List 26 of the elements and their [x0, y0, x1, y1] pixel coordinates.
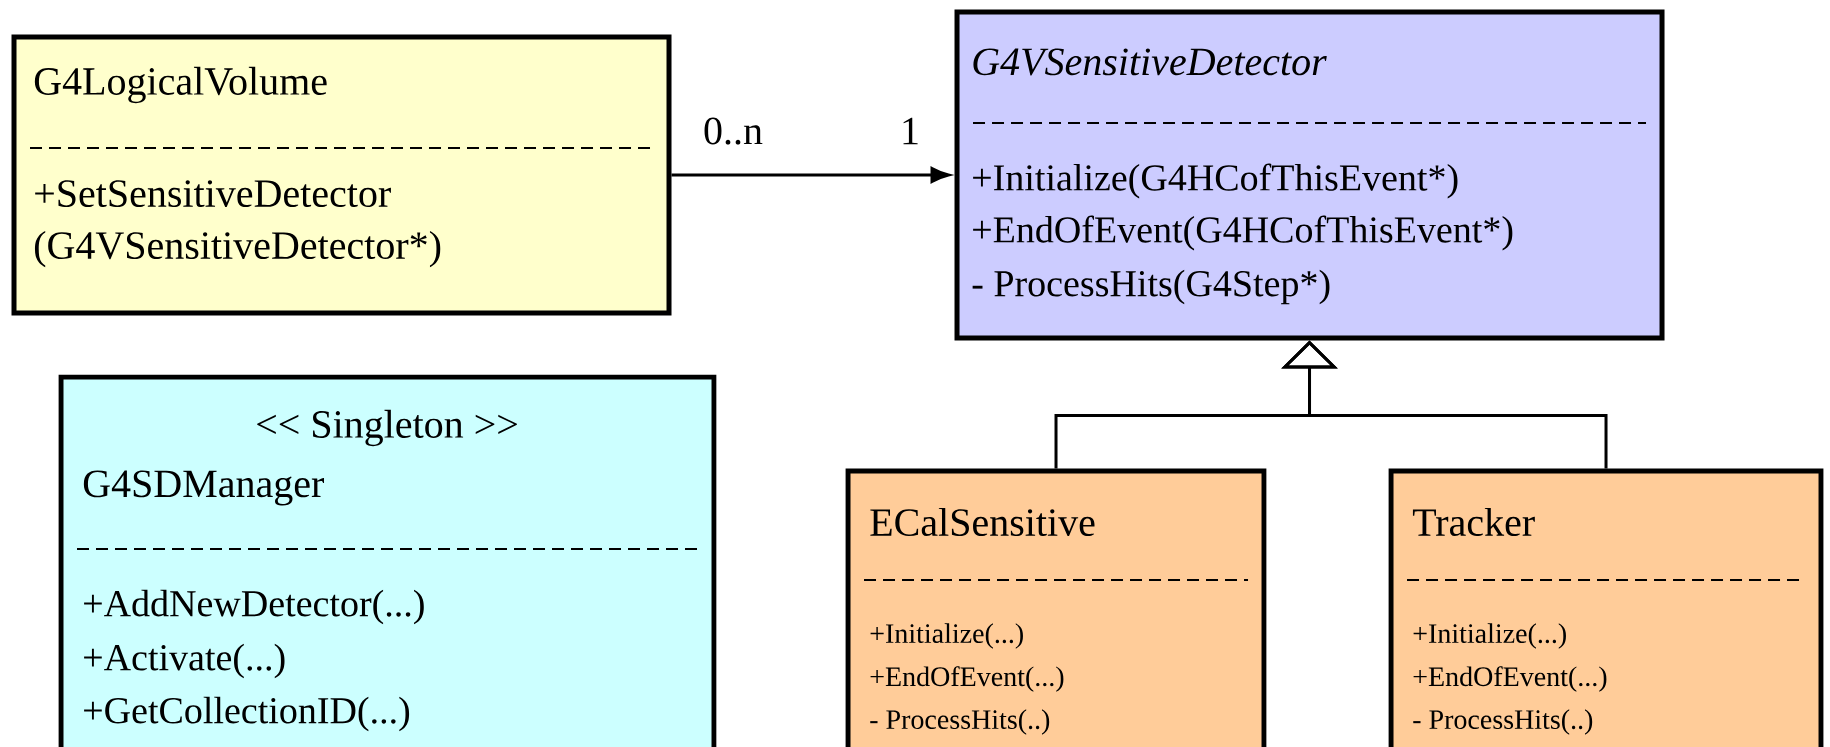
- class-name: ECalSensitive: [870, 507, 1095, 537]
- method-text: +Initialize(...): [870, 623, 1023, 649]
- method-text: +EndOfEvent(...): [870, 666, 1064, 692]
- method-text: +Activate(...): [84, 643, 285, 679]
- method-text: +Initialize(...): [1413, 623, 1566, 649]
- method-text: +SetSensitiveDetector (G4VSensitiveDetector*): [34, 180, 441, 268]
- multiplicity-label: 0..n: [704, 117, 763, 145]
- multiplicity-label: 1: [903, 117, 918, 145]
- method-text: +AddNewDetector(...): [84, 589, 424, 625]
- class-box: [58, 374, 717, 747]
- class-name: G4LogicalVolume: [34, 66, 327, 104]
- method-text: +EndOfEvent(G4HCofThisEvent*): [973, 215, 1513, 251]
- class-name: G4VSensitiveDetector: [973, 48, 1327, 76]
- class-name: G4SDManager: [83, 470, 324, 506]
- class-box: [11, 34, 672, 316]
- class-box: [845, 468, 1267, 747]
- method-text: - ProcessHits(..): [1413, 709, 1593, 735]
- class-box: [954, 9, 1665, 341]
- method-text: +Initialize(G4HCofThisEvent*): [973, 163, 1458, 199]
- class-box: [1388, 468, 1824, 747]
- method-text: +EndOfEvent(...): [1413, 666, 1607, 692]
- class-name: Tracker: [1412, 507, 1535, 537]
- method-text: - ProcessHits(G4Step*): [972, 269, 1330, 305]
- method-text: - ProcessHits(..): [870, 709, 1050, 735]
- method-text: +GetCollectionID(...): [84, 696, 410, 732]
- stereotype-text: << Singleton >>: [257, 409, 517, 447]
